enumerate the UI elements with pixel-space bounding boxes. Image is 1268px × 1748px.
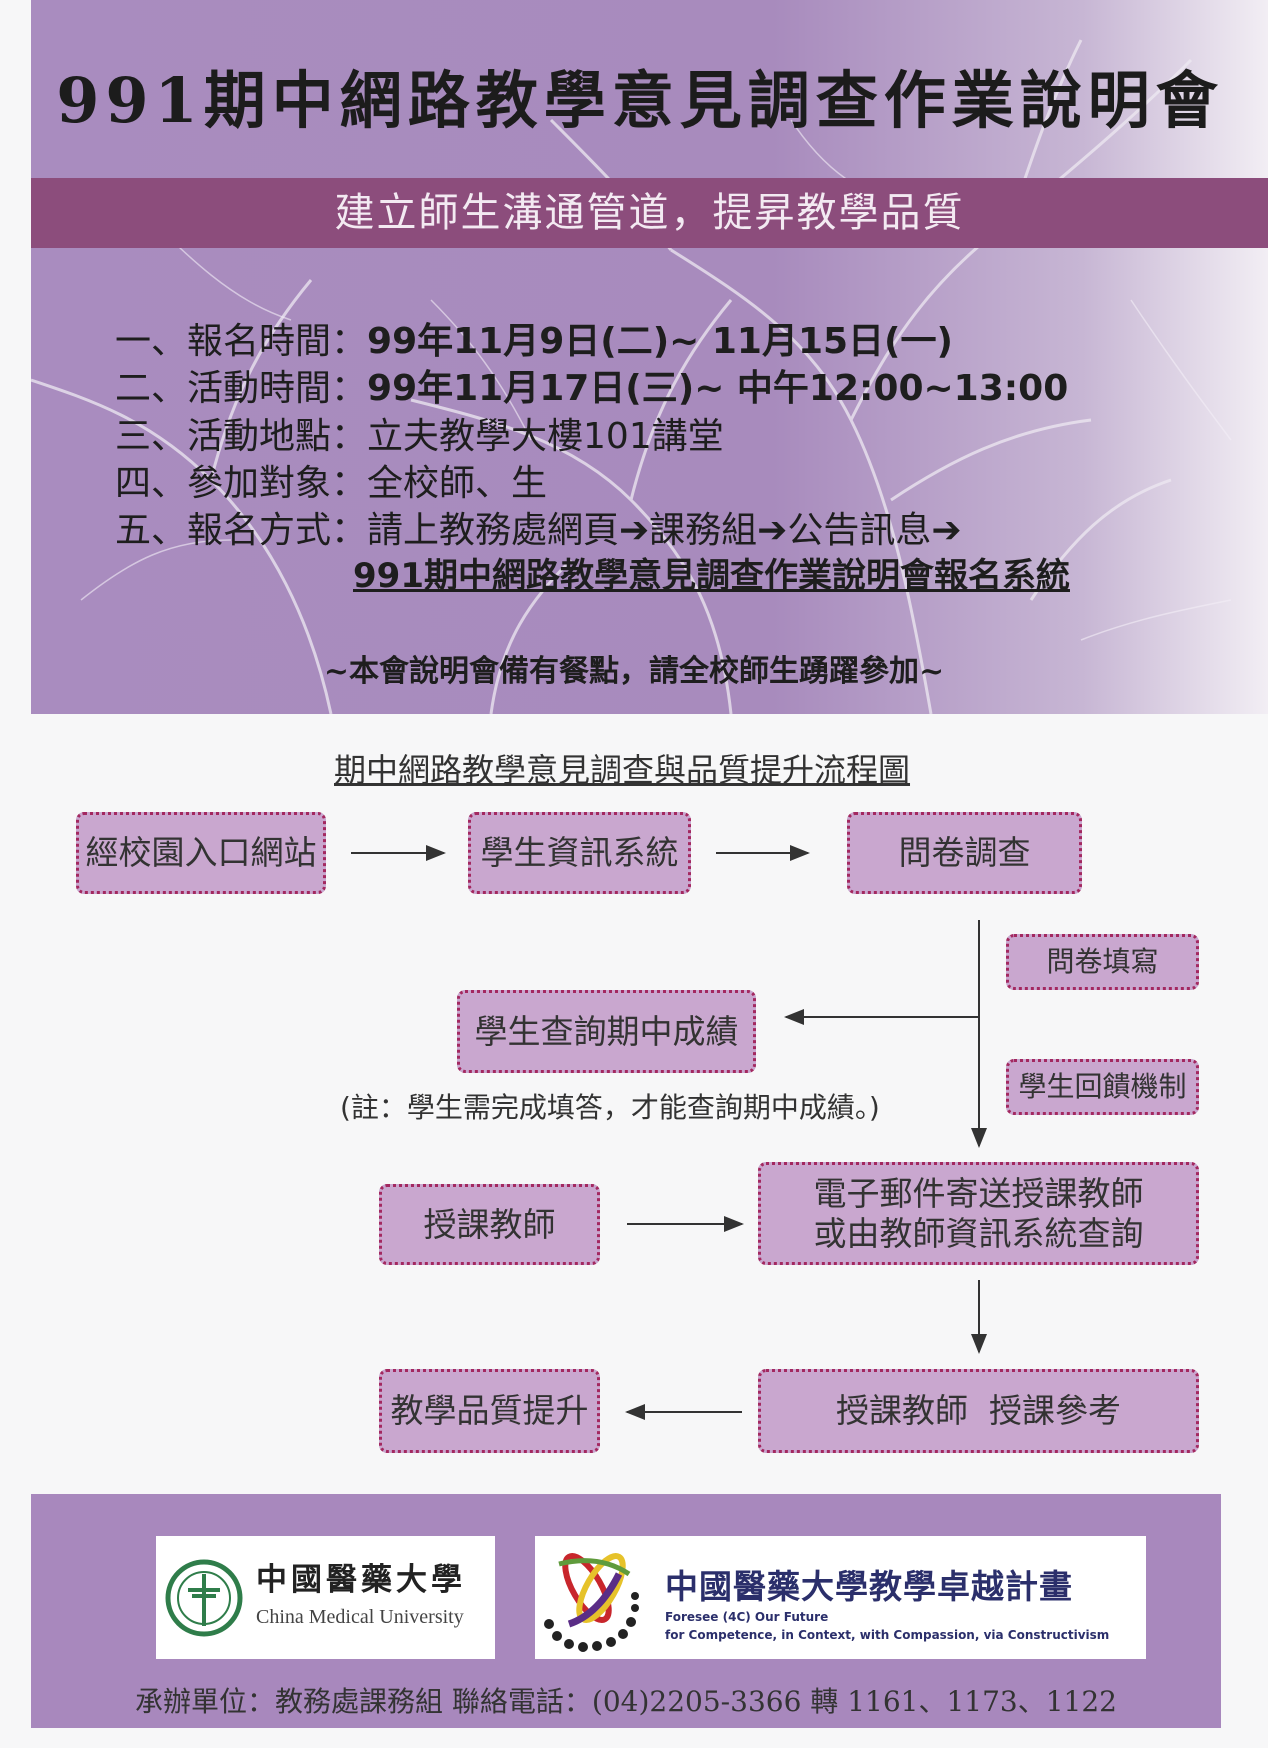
info-row-event-time: 二、活動時間：99年11月17日(三)~ 中午12:00~13:00 — [115, 359, 1068, 411]
flow-box-fill: 問卷填寫 — [1006, 934, 1199, 990]
info-value: 99年11月17日(三)~ 中午12:00~13:00 — [367, 368, 1069, 409]
info-row-registration-method: 五、報名方式：請上教務處網頁➔課務組➔公告訊息➔ — [115, 501, 962, 553]
project-motto-2: for Competence, in Context, with Compass… — [665, 1628, 1110, 1642]
email-line-2: 或由教師資訊系統查詢 — [813, 1213, 1144, 1253]
flow-box-feedback: 學生回饋機制 — [1006, 1059, 1199, 1115]
flow-box-improve: 教學品質提升 — [379, 1369, 600, 1453]
footer: 中國醫藥大學 China Medical University 中國醫藥大學教學… — [31, 1494, 1221, 1728]
info-label: 一、報名時間： — [115, 321, 368, 362]
info-row-location: 三、活動地點：立夫教學大樓101講堂 — [115, 407, 724, 459]
flow-box-portal: 經校園入口網站 — [76, 812, 326, 894]
info-label: 二、活動時間： — [115, 368, 368, 409]
cmu-logo: 中國醫藥大學 China Medical University — [156, 1536, 495, 1659]
slogan-banner: 建立師生溝通管道，提昇教學品質 — [31, 178, 1268, 248]
flowchart-title: 期中網路教學意見調查與品質提升流程圖 — [334, 751, 911, 789]
flow-note: (註：學生需完成填答，才能查詢期中成績。) — [340, 1091, 880, 1124]
info-value: 全校師、生 — [367, 463, 548, 504]
info-label: 五、報名方式： — [115, 510, 368, 551]
cmu-name-en: China Medical University — [256, 1606, 464, 1628]
hero-background — [31, 0, 1268, 714]
project-name-cn: 中國醫藥大學教學卓越計畫 — [665, 1567, 1073, 1606]
info-label: 四、參加對象： — [115, 463, 368, 504]
project-emblem-icon — [544, 1553, 639, 1652]
info-label: 三、活動地點： — [115, 416, 368, 457]
info-row-registration-time: 一、報名時間：99年11月9日(二)~ 11月15日(一) — [115, 312, 953, 364]
cmu-name-cn: 中國醫藥大學 — [256, 1562, 466, 1598]
registration-system-link[interactable]: 991期中網路教學意見調查作業說明會報名系統 — [353, 556, 1070, 596]
page-title: 991期中網路教學意見調查作業說明會 — [56, 64, 1224, 137]
cmu-seal-icon — [165, 1559, 243, 1637]
flow-box-query-grades: 學生查詢期中成績 — [457, 990, 756, 1073]
info-value: 請上教務處網頁➔課務組➔公告訊息➔ — [367, 510, 962, 551]
project-logo: 中國醫藥大學教學卓越計畫 Foresee (4C) Our Future for… — [535, 1536, 1146, 1659]
flow-box-survey: 問卷調查 — [847, 812, 1082, 894]
contact-info: 承辦單位：教務處課務組 聯絡電話：(04)2205-3366 轉 1161、11… — [135, 1685, 1117, 1718]
slogan-text: 建立師生溝通管道，提昇教學品質 — [334, 190, 965, 236]
tagline: ~本會說明會備有餐點，請全校師生踴躍參加~ — [323, 654, 945, 689]
flow-box-student-system: 學生資訊系統 — [468, 812, 691, 894]
flow-box-email: 電子郵件寄送授課教師 或由教師資訊系統查詢 — [758, 1162, 1199, 1265]
flow-box-teacher: 授課教師 — [379, 1184, 600, 1265]
info-value: 99年11月9日(二)~ 11月15日(一) — [367, 321, 953, 362]
email-line-1: 電子郵件寄送授課教師 — [813, 1173, 1144, 1213]
project-motto-1: Foresee (4C) Our Future — [665, 1610, 829, 1624]
info-row-audience: 四、參加對象：全校師、生 — [115, 454, 547, 506]
info-value: 立夫教學大樓101講堂 — [367, 416, 724, 457]
flow-box-reference: 授課教師 授課參考 — [758, 1369, 1199, 1453]
